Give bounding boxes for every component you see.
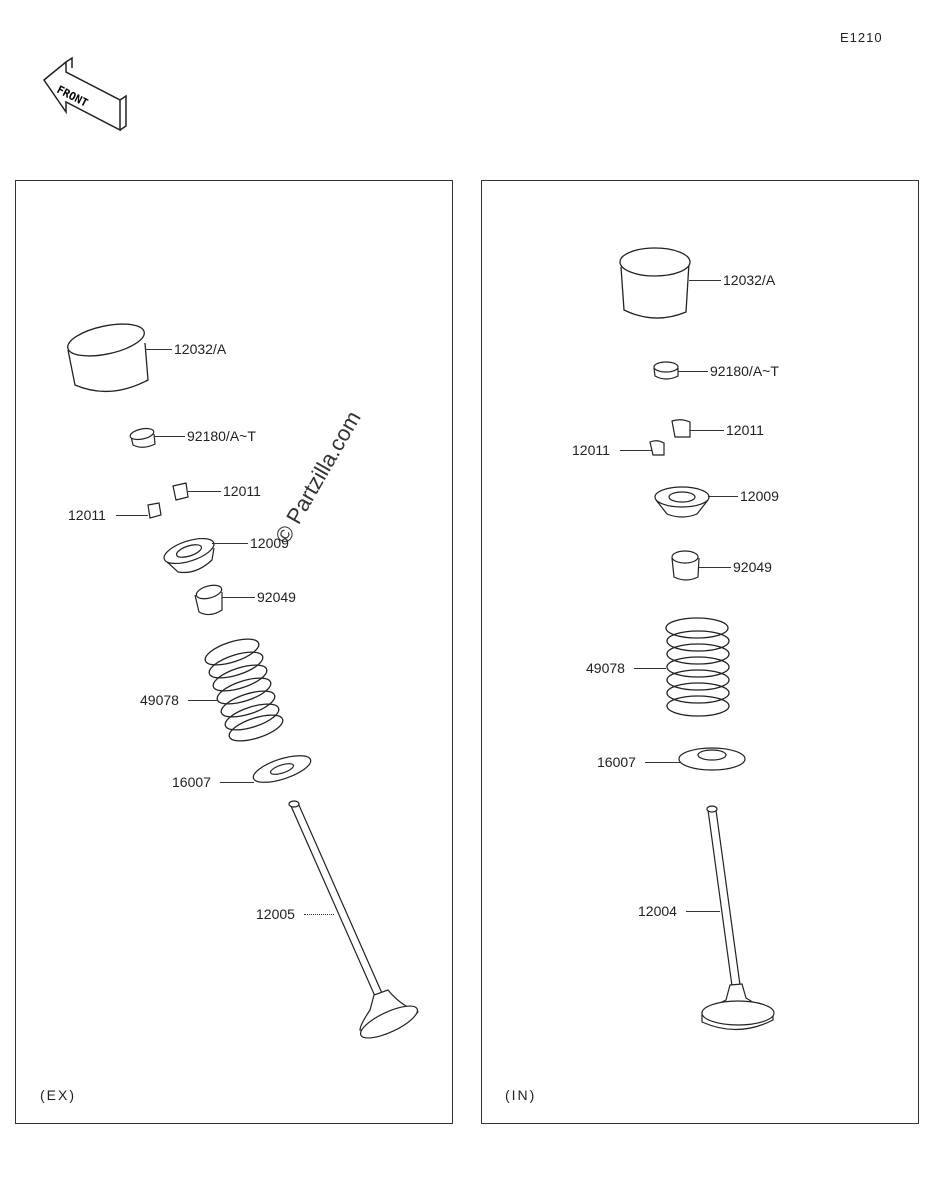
in-cotter-right-label: 12011 bbox=[726, 422, 764, 438]
front-arrow-icon: FRONT bbox=[42, 56, 127, 132]
ex-seal-label: 92049 bbox=[257, 589, 296, 605]
ex-shim-label: 92180/A~T bbox=[187, 428, 256, 444]
ex-seal-icon bbox=[194, 584, 223, 616]
leader-line bbox=[116, 515, 148, 516]
in-valve-label: 12004 bbox=[638, 903, 677, 919]
leader-line bbox=[220, 782, 254, 783]
in-cotter-left-label: 12011 bbox=[572, 442, 610, 458]
ex-spring-icon bbox=[204, 638, 284, 742]
ex-retainer-label: 12009 bbox=[250, 535, 289, 551]
in-shim-label: 92180/A~T bbox=[710, 363, 779, 379]
in-seat-label: 16007 bbox=[597, 754, 636, 770]
ex-tappet-label: 12032/A bbox=[174, 341, 227, 357]
diagram-code: E1210 bbox=[840, 30, 883, 45]
in-seal-label: 92049 bbox=[733, 559, 772, 575]
ex-tappet-icon bbox=[67, 323, 149, 393]
ex-valve-icon bbox=[288, 800, 420, 1039]
leader-line bbox=[678, 371, 708, 372]
exhaust-caption: (EX) bbox=[40, 1087, 76, 1103]
intake-caption: (IN) bbox=[505, 1087, 537, 1103]
leader-line bbox=[188, 491, 221, 492]
leader-line bbox=[212, 543, 248, 544]
leader-line bbox=[645, 762, 681, 763]
in-cotter-icon bbox=[649, 419, 691, 456]
leader-line bbox=[689, 280, 721, 281]
intake-panel bbox=[481, 180, 919, 1124]
leader-line bbox=[145, 349, 172, 350]
in-retainer-icon bbox=[654, 486, 710, 518]
leader-line bbox=[620, 450, 652, 451]
leader-line bbox=[634, 668, 666, 669]
leader-line bbox=[686, 911, 720, 912]
ex-seat-icon bbox=[252, 755, 312, 783]
in-tappet-icon bbox=[619, 247, 691, 319]
in-spring-icon bbox=[665, 617, 730, 717]
in-retainer-label: 12009 bbox=[740, 488, 779, 504]
ex-cotter-right-label: 12011 bbox=[223, 483, 261, 499]
leader-line bbox=[690, 430, 724, 431]
leader-line bbox=[222, 597, 255, 598]
ex-spring-label: 49078 bbox=[140, 692, 179, 708]
leader-line bbox=[188, 700, 218, 701]
ex-retainer-icon bbox=[163, 537, 215, 574]
ex-cotter-left-label: 12011 bbox=[68, 507, 106, 523]
in-seat-icon bbox=[678, 747, 746, 771]
in-valve-icon bbox=[701, 805, 775, 1031]
leader-line bbox=[304, 914, 334, 915]
in-shim-icon bbox=[653, 361, 679, 380]
ex-cotter-icon bbox=[147, 482, 189, 519]
in-tappet-label: 12032/A bbox=[723, 272, 776, 288]
leader-line bbox=[708, 496, 738, 497]
ex-shim-icon bbox=[129, 427, 156, 448]
leader-line bbox=[155, 436, 185, 437]
exhaust-panel bbox=[15, 180, 453, 1124]
ex-seat-label: 16007 bbox=[172, 774, 211, 790]
leader-line bbox=[699, 567, 731, 568]
in-spring-label: 49078 bbox=[586, 660, 625, 676]
in-seal-icon bbox=[671, 550, 700, 581]
ex-valve-label: 12005 bbox=[256, 906, 295, 922]
